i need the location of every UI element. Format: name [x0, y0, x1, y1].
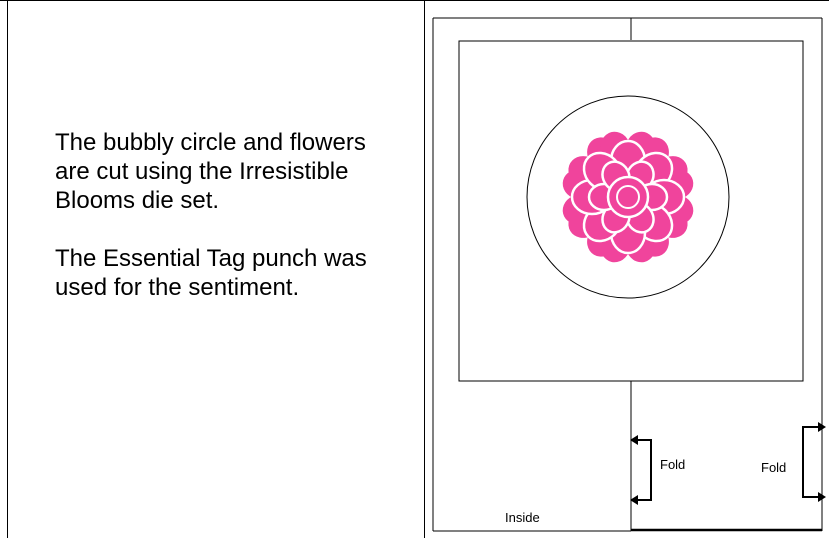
fold-bracket-right — [803, 427, 822, 497]
flower-center-dot — [617, 186, 639, 208]
inside-label: Inside — [505, 510, 540, 525]
fold-bracket-left — [632, 440, 651, 500]
fold-label-left: Fold — [660, 457, 685, 472]
fold-label-right: Fold — [761, 460, 786, 475]
